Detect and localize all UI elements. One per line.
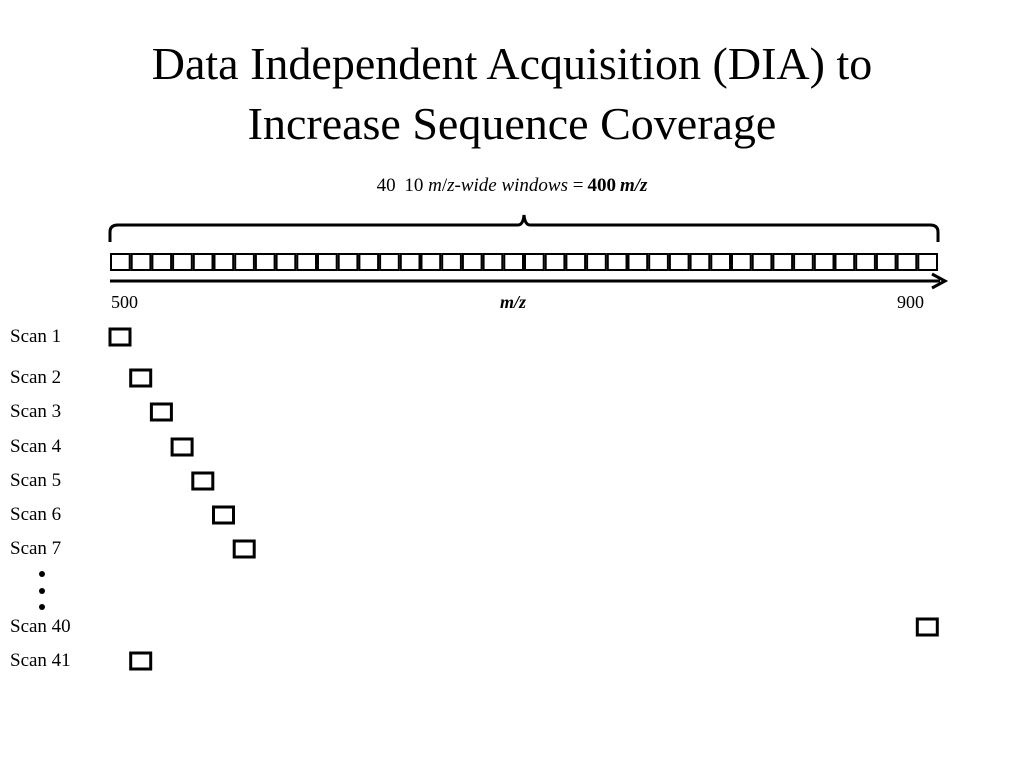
scan-label: Scan 5 — [10, 470, 62, 491]
window-cell — [731, 253, 752, 271]
scan-window-box — [129, 368, 153, 388]
scan-window-box — [129, 651, 153, 671]
window-cell — [213, 253, 235, 271]
window-cell — [648, 253, 669, 271]
window-cell — [813, 253, 835, 271]
scan-window-box — [915, 617, 939, 637]
window-cell — [254, 253, 276, 271]
window-unit-z: z-wide windows — [447, 175, 568, 196]
window-cell — [420, 253, 442, 271]
window-cell — [172, 253, 193, 271]
window-cell — [772, 253, 794, 271]
scan-label: Scan 7 — [10, 538, 62, 559]
scan-window-box — [170, 437, 194, 457]
window-unit-slash: / — [441, 175, 448, 196]
mz-axis — [110, 272, 949, 290]
window-cell — [917, 253, 938, 271]
window-cell — [399, 253, 421, 271]
window-cell — [855, 253, 876, 271]
scan-label: Scan 4 — [10, 436, 62, 457]
window-cell — [668, 253, 690, 271]
vertical-ellipsis — [39, 571, 45, 610]
scan-label: Scan 3 — [10, 401, 62, 422]
axis-label: m/z — [500, 292, 527, 312]
window-cell — [296, 253, 317, 271]
scan-window-box — [232, 539, 256, 559]
window-cell — [110, 253, 131, 271]
brace-path — [108, 214, 940, 242]
window-cell — [151, 253, 173, 271]
axis-arrowhead — [931, 272, 949, 290]
scan-window-box — [212, 505, 235, 525]
ellipsis-dot — [39, 588, 45, 594]
window-cell — [689, 253, 711, 271]
scan-label: Scan 41 — [10, 650, 71, 671]
window-cell — [875, 253, 897, 271]
window-cell — [234, 253, 255, 271]
window-cell — [358, 253, 380, 271]
scan-window-box — [108, 327, 132, 347]
window-count: 40 — [376, 175, 396, 196]
window-cell — [192, 253, 214, 271]
window-cell — [544, 253, 566, 271]
window-cell — [379, 253, 400, 271]
slide-title: Data Independent Acquisition (DIA) to In… — [0, 34, 1024, 154]
window-cell — [130, 253, 152, 271]
window-cell — [565, 253, 587, 271]
scan-label: Scan 2 — [10, 367, 62, 388]
window-cell — [461, 253, 483, 271]
window-cell — [586, 253, 607, 271]
window-cell — [606, 253, 628, 271]
scan-window-box — [149, 402, 173, 422]
title-line-1: Data Independent Acquisition (DIA) to — [151, 38, 873, 89]
window-cell — [482, 253, 504, 271]
total-range: 400 — [587, 175, 616, 196]
equals-sign: = — [572, 175, 584, 196]
window-strip — [110, 253, 938, 271]
window-cell — [275, 253, 297, 271]
window-cell — [524, 253, 545, 271]
window-cell — [317, 253, 338, 271]
scan-windows — [108, 327, 939, 671]
title-line-2: Increase Sequence Coverage — [247, 98, 777, 149]
window-cell — [627, 253, 649, 271]
window-cell — [441, 253, 462, 271]
window-cell — [751, 253, 773, 271]
window-cell — [793, 253, 814, 271]
ellipsis-dot — [39, 604, 45, 610]
axis-max-label: 900 — [897, 292, 924, 312]
window-cell — [710, 253, 731, 271]
window-cell — [896, 253, 918, 271]
scan-label: Scan 6 — [10, 504, 62, 525]
total-range-unit: m/z — [619, 175, 648, 196]
scan-label: Scan 40 — [10, 616, 71, 637]
window-cell — [503, 253, 524, 271]
window-cell — [834, 253, 856, 271]
scan-label: Scan 1 — [10, 326, 62, 347]
ellipsis-dot — [39, 571, 45, 577]
scan-window-box — [191, 471, 215, 491]
window-width: 10 — [404, 175, 424, 196]
axis-min-label: 500 — [111, 292, 138, 312]
window-cell — [337, 253, 359, 271]
window-unit-m: m — [428, 175, 442, 196]
range-brace — [108, 214, 940, 242]
